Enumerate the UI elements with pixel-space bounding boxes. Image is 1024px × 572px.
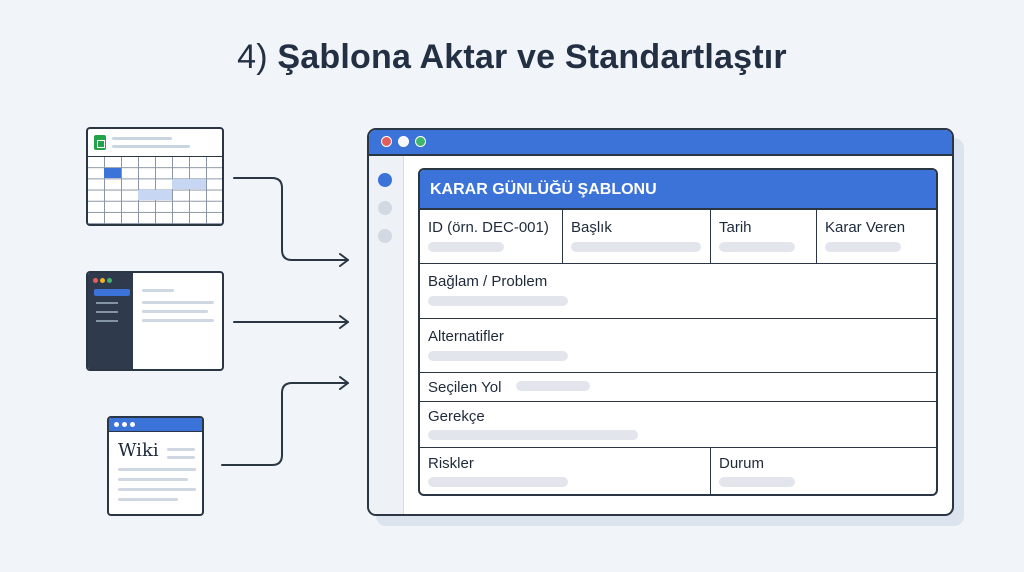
header-line [112, 137, 172, 140]
nav-line [96, 302, 118, 304]
arrowhead-1 [339, 253, 349, 267]
field-riskler[interactable]: Riskler [420, 448, 711, 494]
sidebar-dot[interactable] [378, 201, 392, 215]
app-sidebar [88, 273, 133, 369]
maximize-dot[interactable] [415, 136, 426, 147]
header-line [112, 145, 190, 148]
window-dot [130, 422, 135, 427]
field-alternatifler-label: Alternatifler [428, 328, 504, 345]
content-line [142, 301, 214, 304]
field-riskler-placeholder [428, 477, 568, 487]
field-alternatifler-placeholder [428, 351, 568, 361]
step-number: 4) [237, 38, 268, 76]
field-baglam-label: Bağlam / Problem [428, 273, 548, 290]
field-karar-veren[interactable]: Karar Veren [817, 210, 936, 263]
row-meta: ID (örn. DEC-001) Başlık Tarih Karar Ver… [420, 210, 936, 264]
sidebar-dot[interactable] [378, 229, 392, 243]
spreadsheet-header [88, 129, 222, 157]
window-dot [93, 278, 98, 283]
wiki-line [118, 478, 188, 481]
field-karar-veren-label: Karar Veren [825, 219, 906, 236]
field-secilen-yol[interactable]: Seçilen Yol [420, 373, 936, 402]
field-tarih-label: Tarih [719, 219, 752, 236]
field-id-label: ID (örn. DEC-001) [428, 219, 549, 236]
field-baslik[interactable]: Başlık [563, 210, 711, 263]
nav-line [96, 320, 118, 322]
content-line [142, 289, 174, 292]
app-window-icon [86, 271, 224, 371]
step-title: Şablona Aktar ve Standartlaştır [277, 38, 787, 76]
arrowhead-3 [339, 376, 349, 390]
field-durum-label: Durum [719, 455, 765, 472]
wiki-page-icon: Wiki [107, 416, 204, 516]
sidebar-dot-active[interactable] [378, 173, 392, 187]
minimize-dot[interactable] [398, 136, 409, 147]
field-secilen-yol-placeholder [516, 381, 590, 391]
field-gerekce[interactable]: Gerekçe [420, 402, 936, 448]
field-tarih[interactable]: Tarih [711, 210, 817, 263]
field-secilen-yol-label: Seçilen Yol [428, 379, 502, 396]
window-dot [114, 422, 119, 427]
wiki-label: Wiki [118, 440, 159, 461]
wiki-line [167, 448, 195, 451]
window-titlebar [369, 130, 952, 156]
content-line [142, 310, 208, 313]
field-durum[interactable]: Durum [711, 448, 936, 494]
field-durum-placeholder [719, 477, 795, 487]
field-alternatifler[interactable]: Alternatifler [420, 319, 936, 373]
arrowhead-2 [339, 315, 349, 329]
highlight-cell [138, 190, 172, 200]
wiki-line [118, 488, 196, 491]
template-header: KARAR GÜNLÜĞÜ ŞABLONU [420, 170, 936, 210]
field-baslik-label: Başlık [571, 219, 612, 236]
wiki-line [118, 498, 178, 501]
arrow-wiki-to-template [221, 382, 349, 466]
row-risk-status: Riskler Durum [420, 448, 936, 494]
window-sidebar [369, 156, 404, 514]
field-id[interactable]: ID (örn. DEC-001) [420, 210, 563, 263]
field-id-placeholder [428, 242, 504, 252]
field-karar-veren-placeholder [825, 242, 901, 252]
field-baslik-placeholder [571, 242, 701, 252]
field-gerekce-placeholder [428, 430, 638, 440]
field-riskler-label: Riskler [428, 455, 474, 472]
page-title: 4) Şablona Aktar ve Standartlaştır [0, 38, 1024, 77]
arrow-spreadsheet-to-template [233, 177, 349, 261]
field-gerekce-label: Gerekçe [428, 408, 485, 425]
decision-log-template: KARAR GÜNLÜĞÜ ŞABLONU ID (örn. DEC-001) … [418, 168, 938, 496]
field-tarih-placeholder [719, 242, 795, 252]
spreadsheet-grid [88, 157, 222, 224]
window-dot [122, 422, 127, 427]
window-dot [100, 278, 105, 283]
spreadsheet-icon [86, 127, 224, 226]
field-baglam[interactable]: Bağlam / Problem [420, 264, 936, 319]
nav-line [96, 311, 118, 313]
google-sheets-icon [94, 135, 106, 150]
wiki-titlebar [109, 418, 202, 432]
wiki-line [167, 456, 195, 459]
wiki-line [118, 468, 196, 471]
close-dot[interactable] [381, 136, 392, 147]
nav-active [94, 289, 130, 296]
highlight-cell [104, 168, 121, 178]
field-baglam-placeholder [428, 296, 568, 306]
content-line [142, 319, 214, 322]
window-dot [107, 278, 112, 283]
highlight-cell [172, 179, 206, 189]
